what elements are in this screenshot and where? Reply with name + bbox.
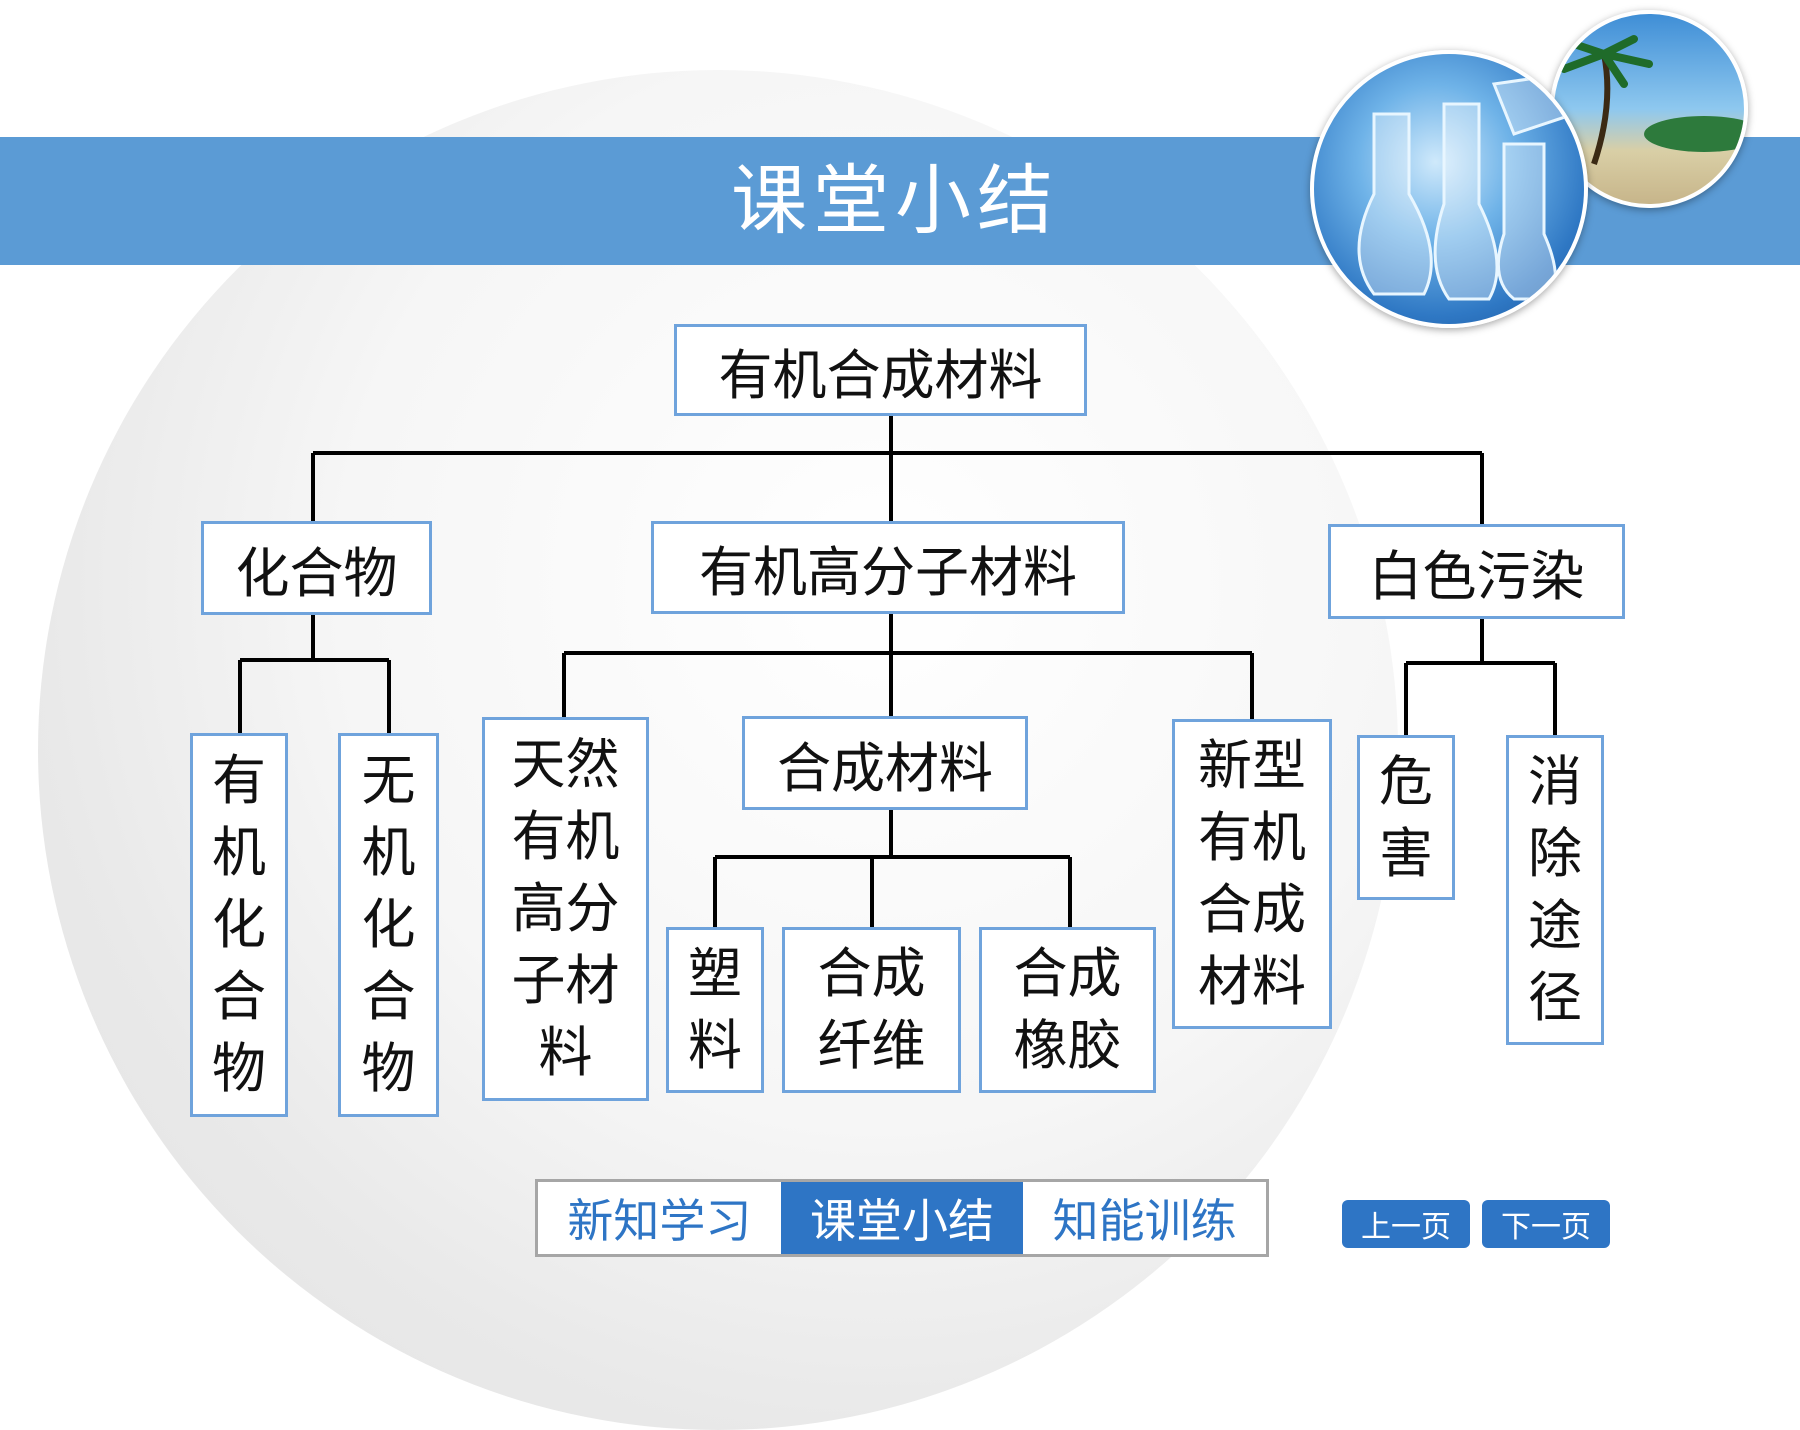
page-title: 课堂小结 [731, 156, 1059, 245]
polymer-material-box: 有机高分子材料 [651, 521, 1125, 614]
tab-new-knowledge[interactable]: 新知学习 [567, 1194, 752, 1248]
tab-lesson-summary[interactable]: 课堂小结 [780, 1182, 1024, 1254]
compound-box: 化合物 [201, 521, 432, 615]
organic-compound-box: 有机化合物 [190, 733, 288, 1117]
synthetic-rubber-box: 合成橡胶 [979, 927, 1156, 1093]
hazard-label: 危害 [1379, 749, 1433, 885]
new-synthetic-material-box: 新型有机合成材料 [1172, 719, 1332, 1029]
prev-page-button[interactable]: 上一页 [1342, 1200, 1470, 1248]
elimination-box: 消除途径 [1506, 735, 1604, 1045]
section-nav: 新知学习 课堂小结 知能训练 [535, 1179, 1269, 1257]
synthetic-fiber-label: 合成纤维 [817, 942, 926, 1077]
tab-skill-training[interactable]: 知能训练 [1052, 1194, 1237, 1248]
inorganic-compound-box: 无机化合物 [338, 733, 439, 1117]
synthetic-fiber-box: 合成纤维 [782, 927, 961, 1093]
organic-compound-label: 有机化合物 [212, 749, 266, 1100]
plastic-label: 塑料 [688, 942, 742, 1077]
white-pollution-box: 白色污染 [1328, 524, 1625, 619]
synthetic-rubber-label: 合成橡胶 [1013, 942, 1122, 1077]
natural-polymer-box: 天然有机高分子材料 [482, 717, 649, 1101]
synthetic-material-box: 合成材料 [742, 716, 1028, 810]
new-synthetic-material-label: 新型有机合成材料 [1198, 734, 1306, 1013]
inorganic-compound-label: 无机化合物 [361, 749, 416, 1100]
natural-polymer-label: 天然有机高分子材料 [511, 733, 620, 1084]
elimination-label: 消除途径 [1528, 750, 1582, 1029]
tree-root-box: 有机合成材料 [674, 324, 1087, 416]
hazard-box: 危害 [1357, 735, 1455, 900]
tree-connectors [238, 416, 1557, 927]
plastic-box: 塑料 [666, 927, 764, 1093]
next-page-button[interactable]: 下一页 [1482, 1200, 1610, 1248]
